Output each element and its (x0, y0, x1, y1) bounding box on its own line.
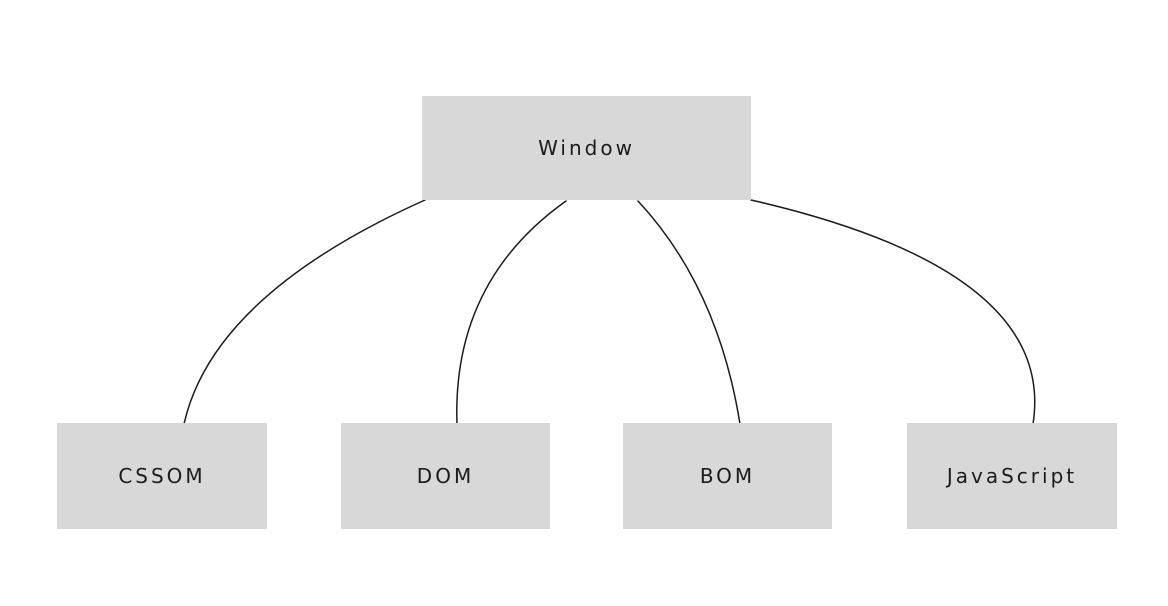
node-bom-label: BOM (699, 464, 756, 488)
node-dom-label: DOM (416, 464, 475, 488)
node-javascript-label: JavaScript (946, 464, 1078, 488)
node-window-label: Window (538, 136, 635, 160)
edge-window-bom (637, 200, 741, 425)
node-dom: DOM (341, 423, 550, 529)
node-javascript: JavaScript (907, 423, 1117, 529)
node-bom: BOM (623, 423, 832, 529)
node-cssom-label: CSSOM (118, 464, 206, 488)
node-cssom: CSSOM (57, 423, 267, 529)
node-window: Window (422, 96, 751, 200)
edge-window-javascript (750, 199, 1036, 425)
edge-window-dom (456, 200, 567, 425)
edge-window-cssom (183, 199, 426, 425)
